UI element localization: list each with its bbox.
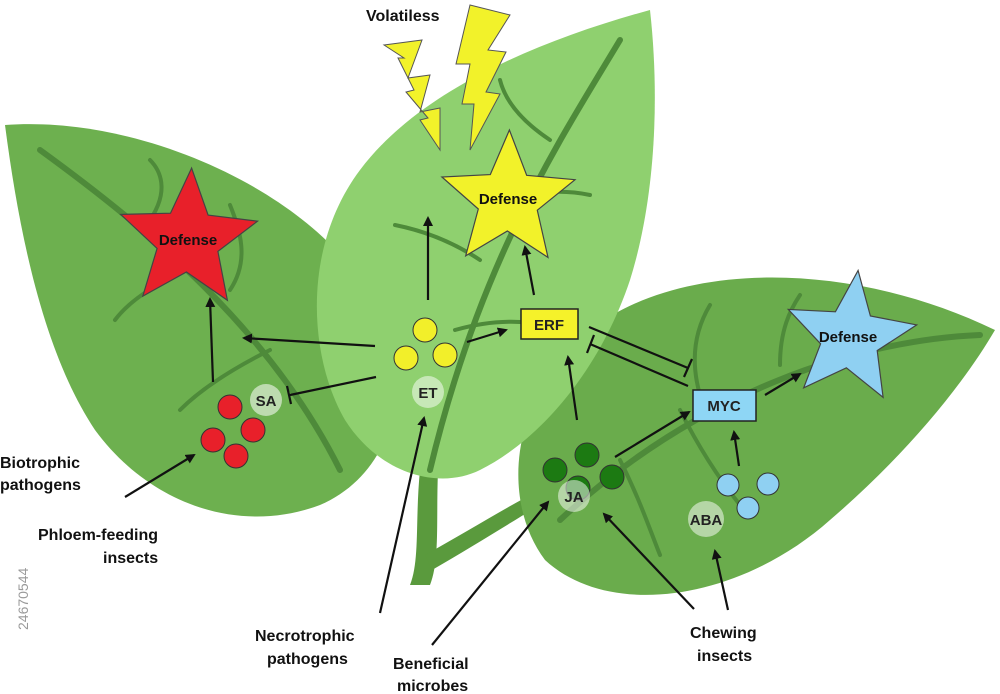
arrow-chewing-to-aba <box>711 549 730 611</box>
ja-label-badge <box>558 480 590 512</box>
ja-molecule <box>574 442 600 468</box>
arrow-biotrophic-phloem <box>124 453 196 498</box>
leaf-left-vein <box>228 203 244 292</box>
sa-label: SA <box>256 393 277 410</box>
arrow-beneficial-to-ja <box>431 500 550 646</box>
necrotrophic-label-line2: pathogens <box>267 651 348 668</box>
sa-molecule <box>240 417 266 443</box>
ja-label: JA <box>564 489 583 506</box>
leaf-center-vein <box>393 223 482 262</box>
phloem-label-line2: insects <box>103 550 158 567</box>
leaf-right-vein <box>618 458 662 557</box>
erf-label: ERF <box>534 317 564 334</box>
aba-label-badge <box>688 501 724 537</box>
sa-hormone-cluster: SA <box>200 384 282 469</box>
arrow-erf-to-yellow-defense <box>521 245 536 296</box>
leaf-right-vein <box>692 303 712 397</box>
et-label: ET <box>418 385 437 402</box>
biotrophic-label-line1: Biotrophic <box>0 455 80 472</box>
aba-molecule <box>716 473 740 497</box>
defense-star-red-label: Defense <box>159 232 217 249</box>
arrow-sa-to-red-defense <box>205 297 216 383</box>
ja-molecule <box>599 464 625 490</box>
arrow-necrotrophic-to-et <box>378 416 428 614</box>
leaf-left <box>5 124 395 517</box>
beneficial-label-line2: microbes <box>397 678 468 694</box>
arrow-ja-to-myc <box>614 410 691 458</box>
et-label-badge <box>412 376 444 408</box>
defense-star-yellow: Defense <box>440 128 577 259</box>
arrow-ja-to-erf <box>564 355 579 421</box>
ja-hormone-cluster: JA <box>542 442 625 512</box>
inhibit-erf-to-myc-bar <box>682 358 694 378</box>
sa-label-badge <box>250 384 282 416</box>
leaf-center-vein <box>498 78 552 142</box>
myc-box <box>692 389 757 422</box>
volatile-bolt-right <box>455 4 511 151</box>
beneficial-label-line1: Beneficial <box>393 656 469 673</box>
chewing-label-line2: insects <box>697 648 752 665</box>
leaf-left-vein <box>148 158 164 222</box>
volatiles-label: Volatiless <box>366 8 440 25</box>
inhibit-erf-to-myc <box>588 325 689 370</box>
inhibit-myc-to-erf <box>589 342 689 388</box>
defense-star-blue-label: Defense <box>819 329 877 346</box>
defense-star-red: Defense <box>119 166 260 302</box>
watermark-id: 24670544 <box>15 567 31 630</box>
leaf-right-vein <box>778 293 802 367</box>
aba-hormone-cluster: ABA <box>688 472 780 537</box>
aba-molecule <box>756 472 780 496</box>
sa-molecule <box>200 427 226 453</box>
et-molecule <box>412 317 438 343</box>
arrow-et-to-erf <box>466 327 508 344</box>
leaf-left-vein <box>178 348 272 412</box>
inhibit-et-to-sa-bar <box>285 385 293 405</box>
myc-label: MYC <box>707 398 741 415</box>
erf-box <box>520 308 579 340</box>
arrow-et-to-left <box>242 333 376 348</box>
defense-star-red-shape <box>119 166 260 302</box>
arrow-chewing-to-ja <box>602 512 695 610</box>
necrotrophic-label-line1: Necrotrophic <box>255 628 355 645</box>
erf-factor: ERF <box>520 308 579 340</box>
volatile-bolt-left <box>382 39 441 152</box>
defense-star-yellow-shape <box>440 128 577 259</box>
biotrophic-label-line2: pathogens <box>0 477 81 494</box>
et-hormone-cluster: ET <box>393 317 458 408</box>
et-molecule <box>393 345 419 371</box>
sa-molecule <box>217 394 243 420</box>
ja-molecule <box>542 457 568 483</box>
aba-molecule <box>736 496 760 520</box>
defense-star-blue: Defense <box>786 268 919 399</box>
myc-factor: MYC <box>692 389 757 422</box>
phloem-label-line1: Phloem-feeding <box>38 527 158 544</box>
inhibit-et-to-sa <box>289 375 377 397</box>
et-molecule <box>432 342 458 368</box>
leaf-left-midrib <box>37 147 343 473</box>
chewing-label-line1: Chewing <box>690 625 757 642</box>
sa-molecule <box>223 443 249 469</box>
aba-label: ABA <box>690 512 723 529</box>
branch-stem <box>425 490 548 570</box>
defense-star-blue-shape <box>786 268 919 399</box>
leaf-right-vein <box>678 408 742 507</box>
arrow-myc-to-blue-defense <box>764 372 802 396</box>
arrow-aba-to-myc <box>730 430 741 467</box>
inhibit-myc-to-erf-bar <box>585 334 596 354</box>
defense-star-yellow-label: Defense <box>479 191 537 208</box>
